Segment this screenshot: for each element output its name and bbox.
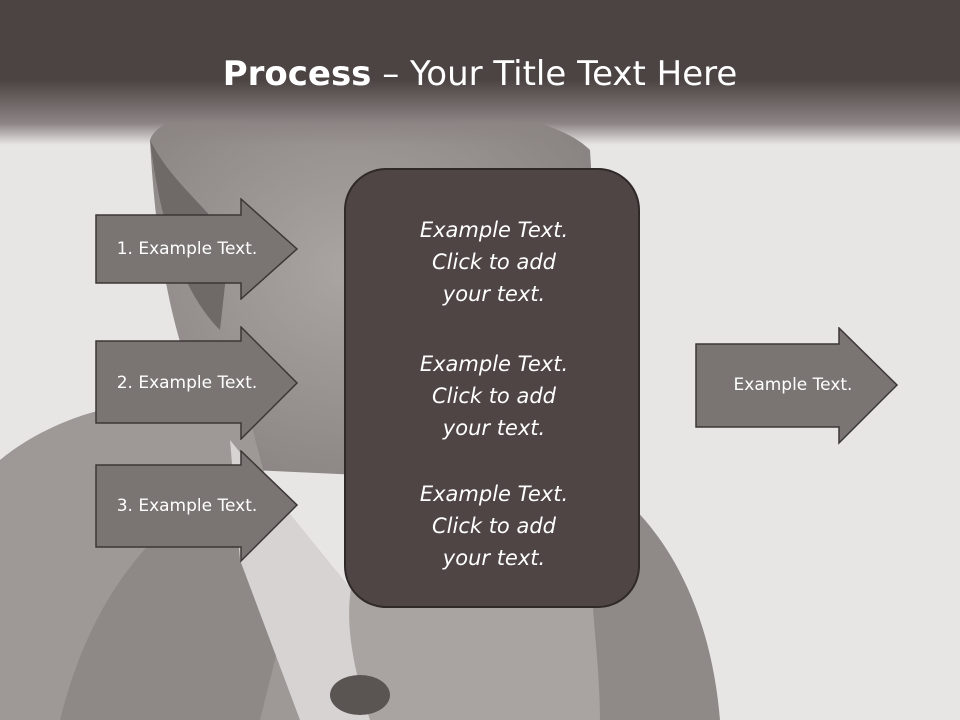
title-bold: Process (222, 54, 372, 94)
title-bar (0, 0, 960, 145)
center-text-block-3: Example Text. Click to add your text. (346, 478, 642, 574)
block-line: your text. (442, 282, 546, 306)
block-line: your text. (442, 416, 546, 440)
title-rest: – Your Title Text Here (371, 54, 738, 94)
block-line: Click to add (431, 250, 556, 274)
block-line: Example Text. (419, 218, 569, 242)
step-arrow-2[interactable]: 2. Example Text. (95, 326, 299, 440)
step-arrow-label: 2. Example Text. (116, 373, 258, 393)
block-line: Example Text. (419, 352, 569, 376)
arrow-shape (695, 327, 899, 445)
arrow-shape (95, 450, 299, 563)
result-arrow[interactable]: Example Text. (695, 327, 899, 445)
step-arrow-label: 1. Example Text. (116, 239, 258, 259)
step-arrow-3[interactable]: 3. Example Text. (95, 450, 299, 563)
slide-title: Process – Your Title Text Here (0, 52, 960, 96)
arrow-shape (95, 326, 299, 440)
arrow-shape (95, 198, 299, 300)
block-line: Example Text. (419, 482, 569, 506)
block-line: your text. (442, 546, 546, 570)
step-arrow-label: 3. Example Text. (116, 496, 258, 516)
step-arrow-1[interactable]: 1. Example Text. (95, 198, 299, 300)
center-text-box[interactable]: Example Text. Click to add your text. Ex… (344, 168, 640, 608)
center-text-block-2: Example Text. Click to add your text. (346, 348, 642, 444)
block-line: Click to add (431, 514, 556, 538)
center-text-block-1: Example Text. Click to add your text. (346, 214, 642, 310)
result-arrow-label: Example Text. (733, 375, 853, 395)
block-line: Click to add (431, 384, 556, 408)
